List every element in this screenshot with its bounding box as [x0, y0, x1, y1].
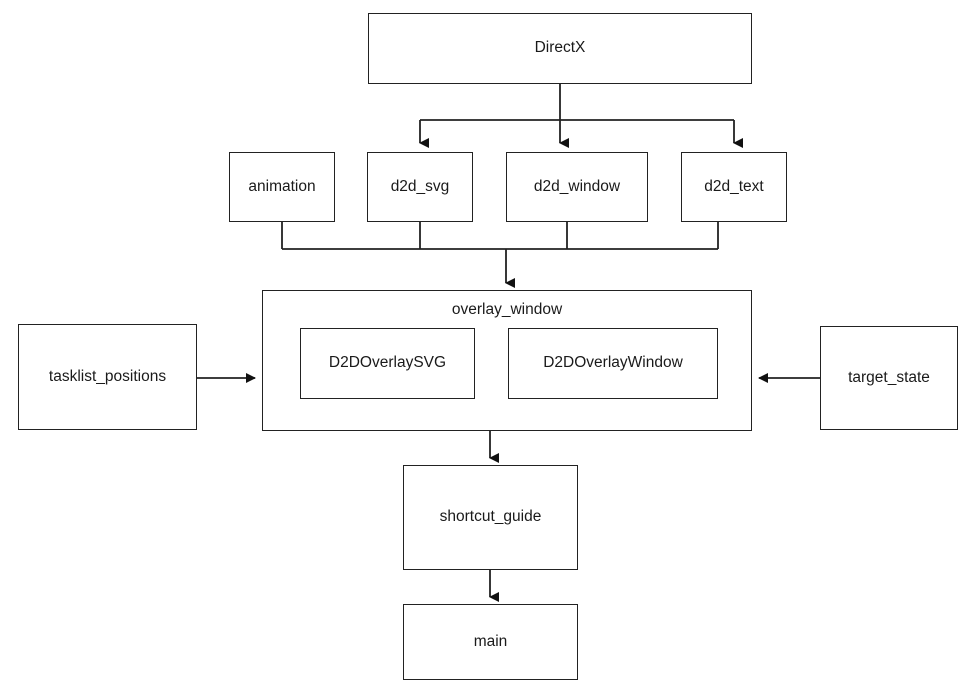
node-d2d-text[interactable]: d2d_text — [681, 152, 787, 222]
node-d2d-window[interactable]: d2d_window — [506, 152, 648, 222]
node-target-state[interactable]: target_state — [820, 326, 958, 430]
node-d2doverlaywindow-label: D2DOverlayWindow — [543, 354, 683, 372]
node-tasklist-positions-label: tasklist_positions — [48, 367, 167, 385]
node-d2d-svg-label: d2d_svg — [390, 177, 450, 195]
node-directx-label: DirectX — [534, 39, 586, 57]
node-tasklist-positions[interactable]: tasklist_positions — [18, 324, 197, 430]
node-animation-label: animation — [248, 177, 316, 195]
node-target-state-label: target_state — [848, 368, 930, 386]
node-directx[interactable]: DirectX — [368, 13, 752, 84]
node-shortcut-guide[interactable]: shortcut_guide — [403, 465, 578, 570]
node-d2d-window-label: d2d_window — [533, 177, 621, 195]
node-animation[interactable]: animation — [229, 152, 335, 222]
node-d2d-text-label: d2d_text — [704, 177, 764, 195]
node-main[interactable]: main — [403, 604, 578, 680]
node-main-label: main — [473, 632, 508, 650]
node-d2d-svg[interactable]: d2d_svg — [367, 152, 473, 222]
node-overlay-window[interactable]: overlay_window D2DOverlaySVG D2DOverlayW… — [262, 290, 752, 431]
node-overlay-window-label: overlay_window — [451, 301, 563, 318]
node-shortcut-guide-label: shortcut_guide — [439, 508, 542, 526]
node-d2doverlaysvg[interactable]: D2DOverlaySVG — [300, 328, 475, 399]
node-d2doverlaywindow[interactable]: D2DOverlayWindow — [508, 328, 718, 399]
node-d2doverlaysvg-label: D2DOverlaySVG — [328, 354, 447, 372]
